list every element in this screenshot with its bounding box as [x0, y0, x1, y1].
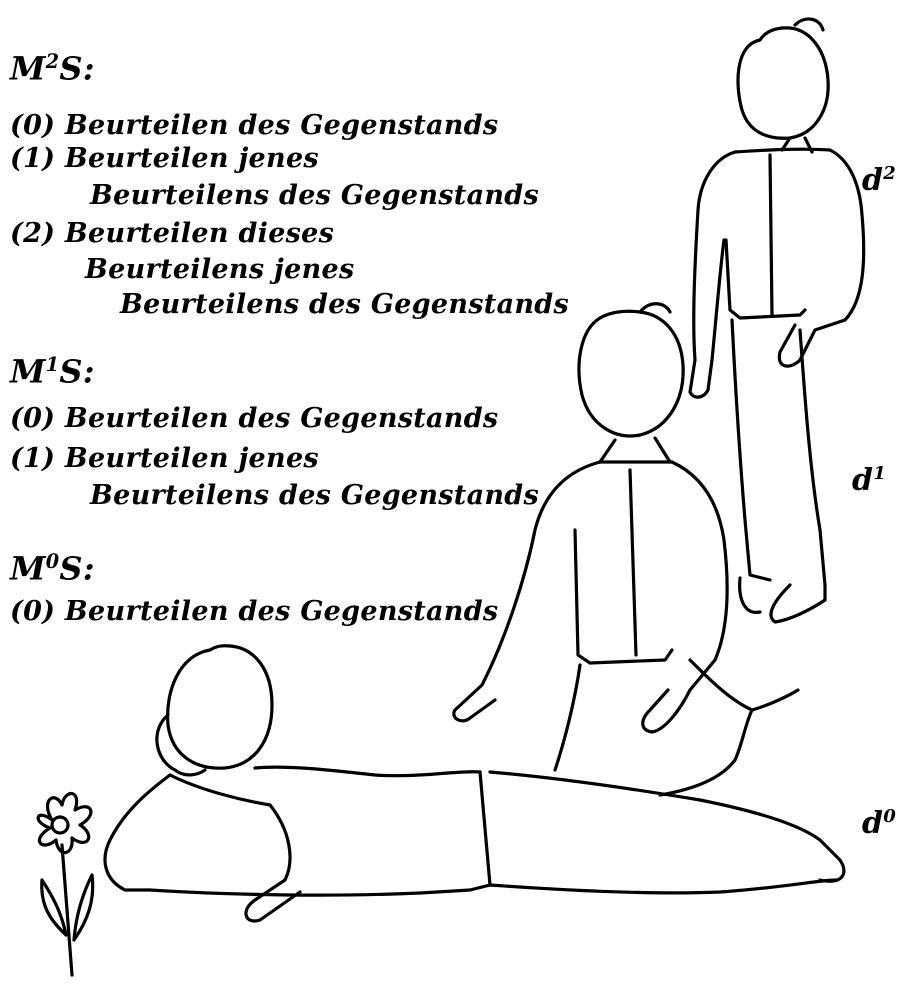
- level-m0s-line-0: (0) Beurteilen des Gegenstands: [10, 598, 498, 625]
- figure-label-d1: d1: [852, 465, 886, 496]
- level-m1s-line-1: (1) Beurteilen jenes: [10, 445, 319, 472]
- level-m2s-line-1: (1) Beurteilen jenes: [10, 145, 319, 172]
- lying-figure: [105, 646, 844, 921]
- figure-label-d0: d0: [862, 808, 896, 839]
- level-m2s-heading: M2S:: [10, 52, 95, 85]
- standing-figure: [690, 19, 864, 622]
- level-m0s-heading: M0S:: [10, 552, 95, 585]
- level-m2s-line-4: Beurteilens jenes: [85, 256, 354, 283]
- level-m2s-line-0: (0) Beurteilen des Gegenstands: [10, 112, 498, 139]
- level-m1s-heading: M1S:: [10, 355, 95, 388]
- level-m1s-line-0: (0) Beurteilen des Gegenstands: [10, 405, 498, 432]
- level-m2s-line-2: Beurteilens des Gegenstands: [90, 182, 539, 209]
- level-m2s-line-3: (2) Beurteilen dieses: [10, 220, 334, 247]
- level-m1s-line-2: Beurteilens des Gegenstands: [90, 482, 539, 509]
- level-m2s-line-5: Beurteilens des Gegenstands: [120, 291, 569, 318]
- figure-label-d2: d2: [862, 165, 896, 196]
- flower-drawing: [38, 794, 93, 975]
